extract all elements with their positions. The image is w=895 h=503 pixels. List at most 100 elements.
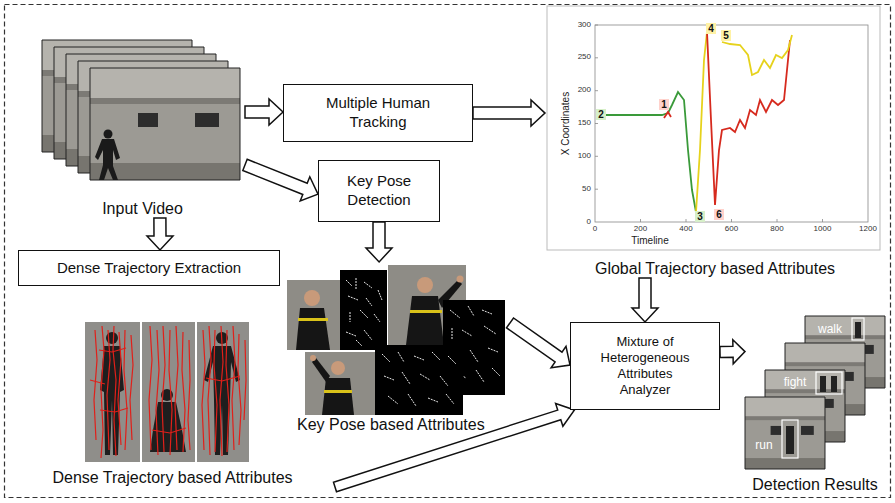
key-pose-thumbnails-part [322,378,354,415]
key-pose-thumbnails-part [310,355,316,361]
input-video-frames-part [90,68,240,180]
key-pose-thumbnails-part [457,276,464,283]
track-number: 4 [706,23,716,34]
input-video-frames-part [104,130,113,139]
key-pose-thumbnails-part [296,308,330,350]
process-box: Dense Trajectory Extraction [18,250,280,286]
tick-label: 250 [578,53,591,62]
dense-trajectory-figures-part [90,326,246,458]
tick-label: 0 [593,225,597,234]
dense-trajectory-figures-part [142,322,195,462]
key-pose-thumbnails-part [305,352,375,415]
tick-label: 50 [582,185,591,194]
dense-trajectory-figures-part-part [208,326,211,455]
tick-label: 150 [578,119,591,128]
process-box: Key Pose Detection [318,160,440,222]
track-number: 2 [596,109,606,120]
block-arrow [243,159,318,201]
detection-label: fight [784,376,807,389]
input-video-frames [42,40,240,180]
key-pose-thumbnails-part [417,277,433,293]
key-pose-thumbnails-part [346,278,382,346]
panel-caption: Dense Trajectory based Attributes [10,469,335,487]
axis-title: X Coordinates [561,91,572,154]
tick-label: 0 [587,218,591,227]
dense-trajectory-figures-part-part [113,326,116,456]
box-label: Multiple Human Tracking [314,94,442,132]
tick-label: 100 [578,152,591,161]
key-pose-thumbnails-part [375,345,463,415]
dense-trajectory-figures [85,322,249,462]
key-pose-thumbnails [287,265,505,415]
key-pose-thumbnails-part [287,280,342,350]
panel-caption: Key Pose based Attributes [285,416,510,434]
block-arrow [720,340,745,364]
block-arrow [507,318,571,368]
detection-label: walk [818,323,842,336]
dense-trajectory-figures-part-part [90,380,105,384]
detection-result-frames-part [855,322,861,338]
trajectory-chart-part [597,92,696,212]
trajectory-chart-part [696,32,707,212]
dense-trajectory-figures-part-part [220,326,223,456]
detection-result-frames-part [852,318,864,340]
detection-result-frames-part [745,397,825,469]
key-pose-thumbnails-part [312,358,330,382]
dense-trajectory-figures-part-part [107,330,110,450]
trajectory-chart-part [722,35,792,75]
block-arrow [147,218,173,250]
dense-trajectory-figures-part-part [94,330,97,440]
dense-trajectory-figures-part [85,322,140,462]
dense-trajectory-figures-part-part [238,334,241,445]
key-pose-thumbnails-part-part [346,278,382,346]
box-label: Dense Trajectory Extraction [57,259,241,278]
dense-trajectory-figures-part-part [244,340,246,420]
dense-trajectory-panel: Dense Trajectory based Attributes [10,312,335,487]
dense-trajectory-figures-part-part [152,428,186,433]
dense-trajectory-figures-part-part [162,326,165,452]
dashed-frame [5,5,891,498]
dense-trajectory-figures-part [150,402,186,452]
dense-trajectory-figures-part-part [188,340,190,450]
process-box: Multiple Human Tracking [283,84,473,142]
tick-label: 200 [634,225,647,234]
tick-label: 400 [679,225,692,234]
dense-trajectory-figures-part-part [206,376,240,381]
panel-caption: Global Trajectory based Attributes [545,260,885,278]
dense-trajectory-figures-part-part [214,330,217,452]
trajectory-chart-part [664,112,671,118]
key-pose-thumbnails-part [382,352,456,406]
key-pose-thumbnails-part [324,390,352,393]
dense-trajectory-figures-part-part [182,332,185,452]
track-number: 1 [659,99,669,110]
panel-caption: Input Video [40,200,245,218]
detection-results-panel: Detection Results [745,316,885,494]
block-arrow [366,222,392,262]
track-number: 6 [714,209,724,220]
dense-trajectory-figures-part-part [202,330,205,450]
key-pose-thumbnails-part [406,296,444,345]
dense-trajectory-figures-part-part [226,330,229,452]
detection-label: run [755,439,772,452]
detection-result-frames-part [782,420,798,458]
key-pose-thumbnails-part [331,361,345,375]
dense-trajectory-figures-part-part [130,335,133,440]
block-arrow [245,99,283,125]
input-video: Input Video [40,38,245,218]
dense-trajectory-figures-part-part [100,408,128,412]
dense-trajectory-figures-part-part [232,326,235,450]
track-number: 5 [721,30,731,41]
detection-result-frames-part [820,376,826,392]
axis-title: Timeline [631,235,668,246]
tick-label: 600 [725,225,738,234]
key-pose-thumbnails-part [340,270,387,350]
tick-label: 800 [770,225,783,234]
dense-trajectory-figures-part-part [169,330,172,455]
dense-trajectory-figures-part-part [101,326,104,458]
detection-result-frames-part [816,372,842,394]
trajectory-chart-part [547,6,880,250]
trajectory-chart-part [595,25,868,222]
analyzer-box: Mixture of Heterogeneous Attributes Anal… [570,322,720,410]
box-label: Mixture of Heterogeneous Attributes Anal… [593,334,697,399]
